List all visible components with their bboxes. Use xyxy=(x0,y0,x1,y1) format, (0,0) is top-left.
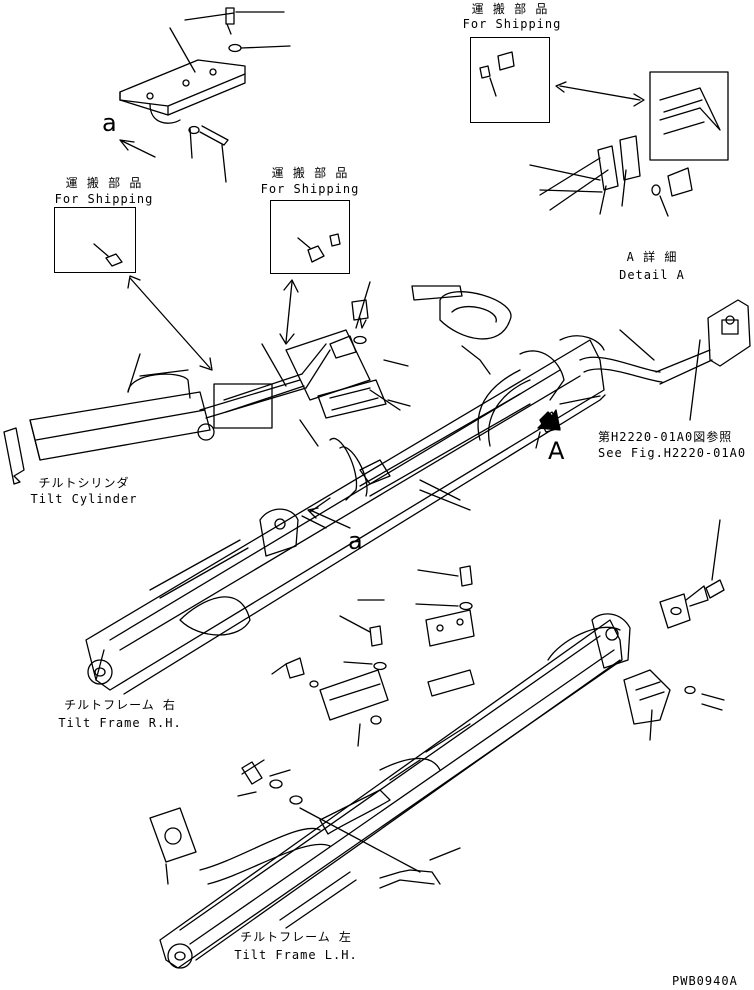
shipping-box-center xyxy=(270,200,350,274)
view-a-small-label-center: a xyxy=(348,527,363,555)
detail-a-parts xyxy=(529,71,729,217)
tilt-frame-rh-label-en: Tilt Frame R.H. xyxy=(58,716,182,730)
view-a-arrow xyxy=(537,409,561,431)
drawing-code: PWB0940A xyxy=(672,974,738,988)
detail-a-label-jp: A 詳 細 xyxy=(626,250,678,264)
tilt-frame-rh-drawing xyxy=(85,285,751,695)
shipping-box-parts xyxy=(93,51,515,267)
tilt-cylinder-drawing xyxy=(3,353,215,485)
shipping-label-jp-left: 運 搬 部 品 xyxy=(65,176,143,190)
tilt-frame-rh-label-jp: チルトフレーム 右 xyxy=(64,698,176,712)
top-bracket xyxy=(119,7,291,183)
shipping-label-en-center: For Shipping xyxy=(260,182,360,196)
tilt-frame-lh-drawing xyxy=(149,519,725,969)
shipping-label-en-top-right: For Shipping xyxy=(462,17,562,31)
shipping-box-top-right xyxy=(470,37,550,123)
view-a-small-label-top: a xyxy=(102,109,117,137)
tilt-cylinder-label-en: Tilt Cylinder xyxy=(30,492,138,506)
detail-a-label-en: Detail A xyxy=(619,268,685,282)
leader-lines xyxy=(357,329,701,601)
tilt-frame-lh-label-jp: チルトフレーム 左 xyxy=(240,930,352,944)
view-a-small-arrow xyxy=(307,507,351,529)
tilt-frame-lh-label-en: Tilt Frame L.H. xyxy=(234,948,358,962)
tilt-cylinder-label-jp: チルトシリンダ xyxy=(38,476,130,490)
see-fig-label-jp: 第H2220-01A0図参照 xyxy=(598,430,733,444)
view-a-label: A xyxy=(548,437,565,465)
see-fig-label-en: See Fig.H2220-01A0 xyxy=(598,446,747,460)
hose-assembly xyxy=(199,281,411,447)
shipping-label-jp-center: 運 搬 部 品 xyxy=(271,166,349,180)
shipping-box-left xyxy=(54,207,136,273)
double-arrows xyxy=(127,81,645,371)
shipping-label-en-left: For Shipping xyxy=(54,192,154,206)
shipping-label-jp-top-right: 運 搬 部 品 xyxy=(471,2,549,16)
